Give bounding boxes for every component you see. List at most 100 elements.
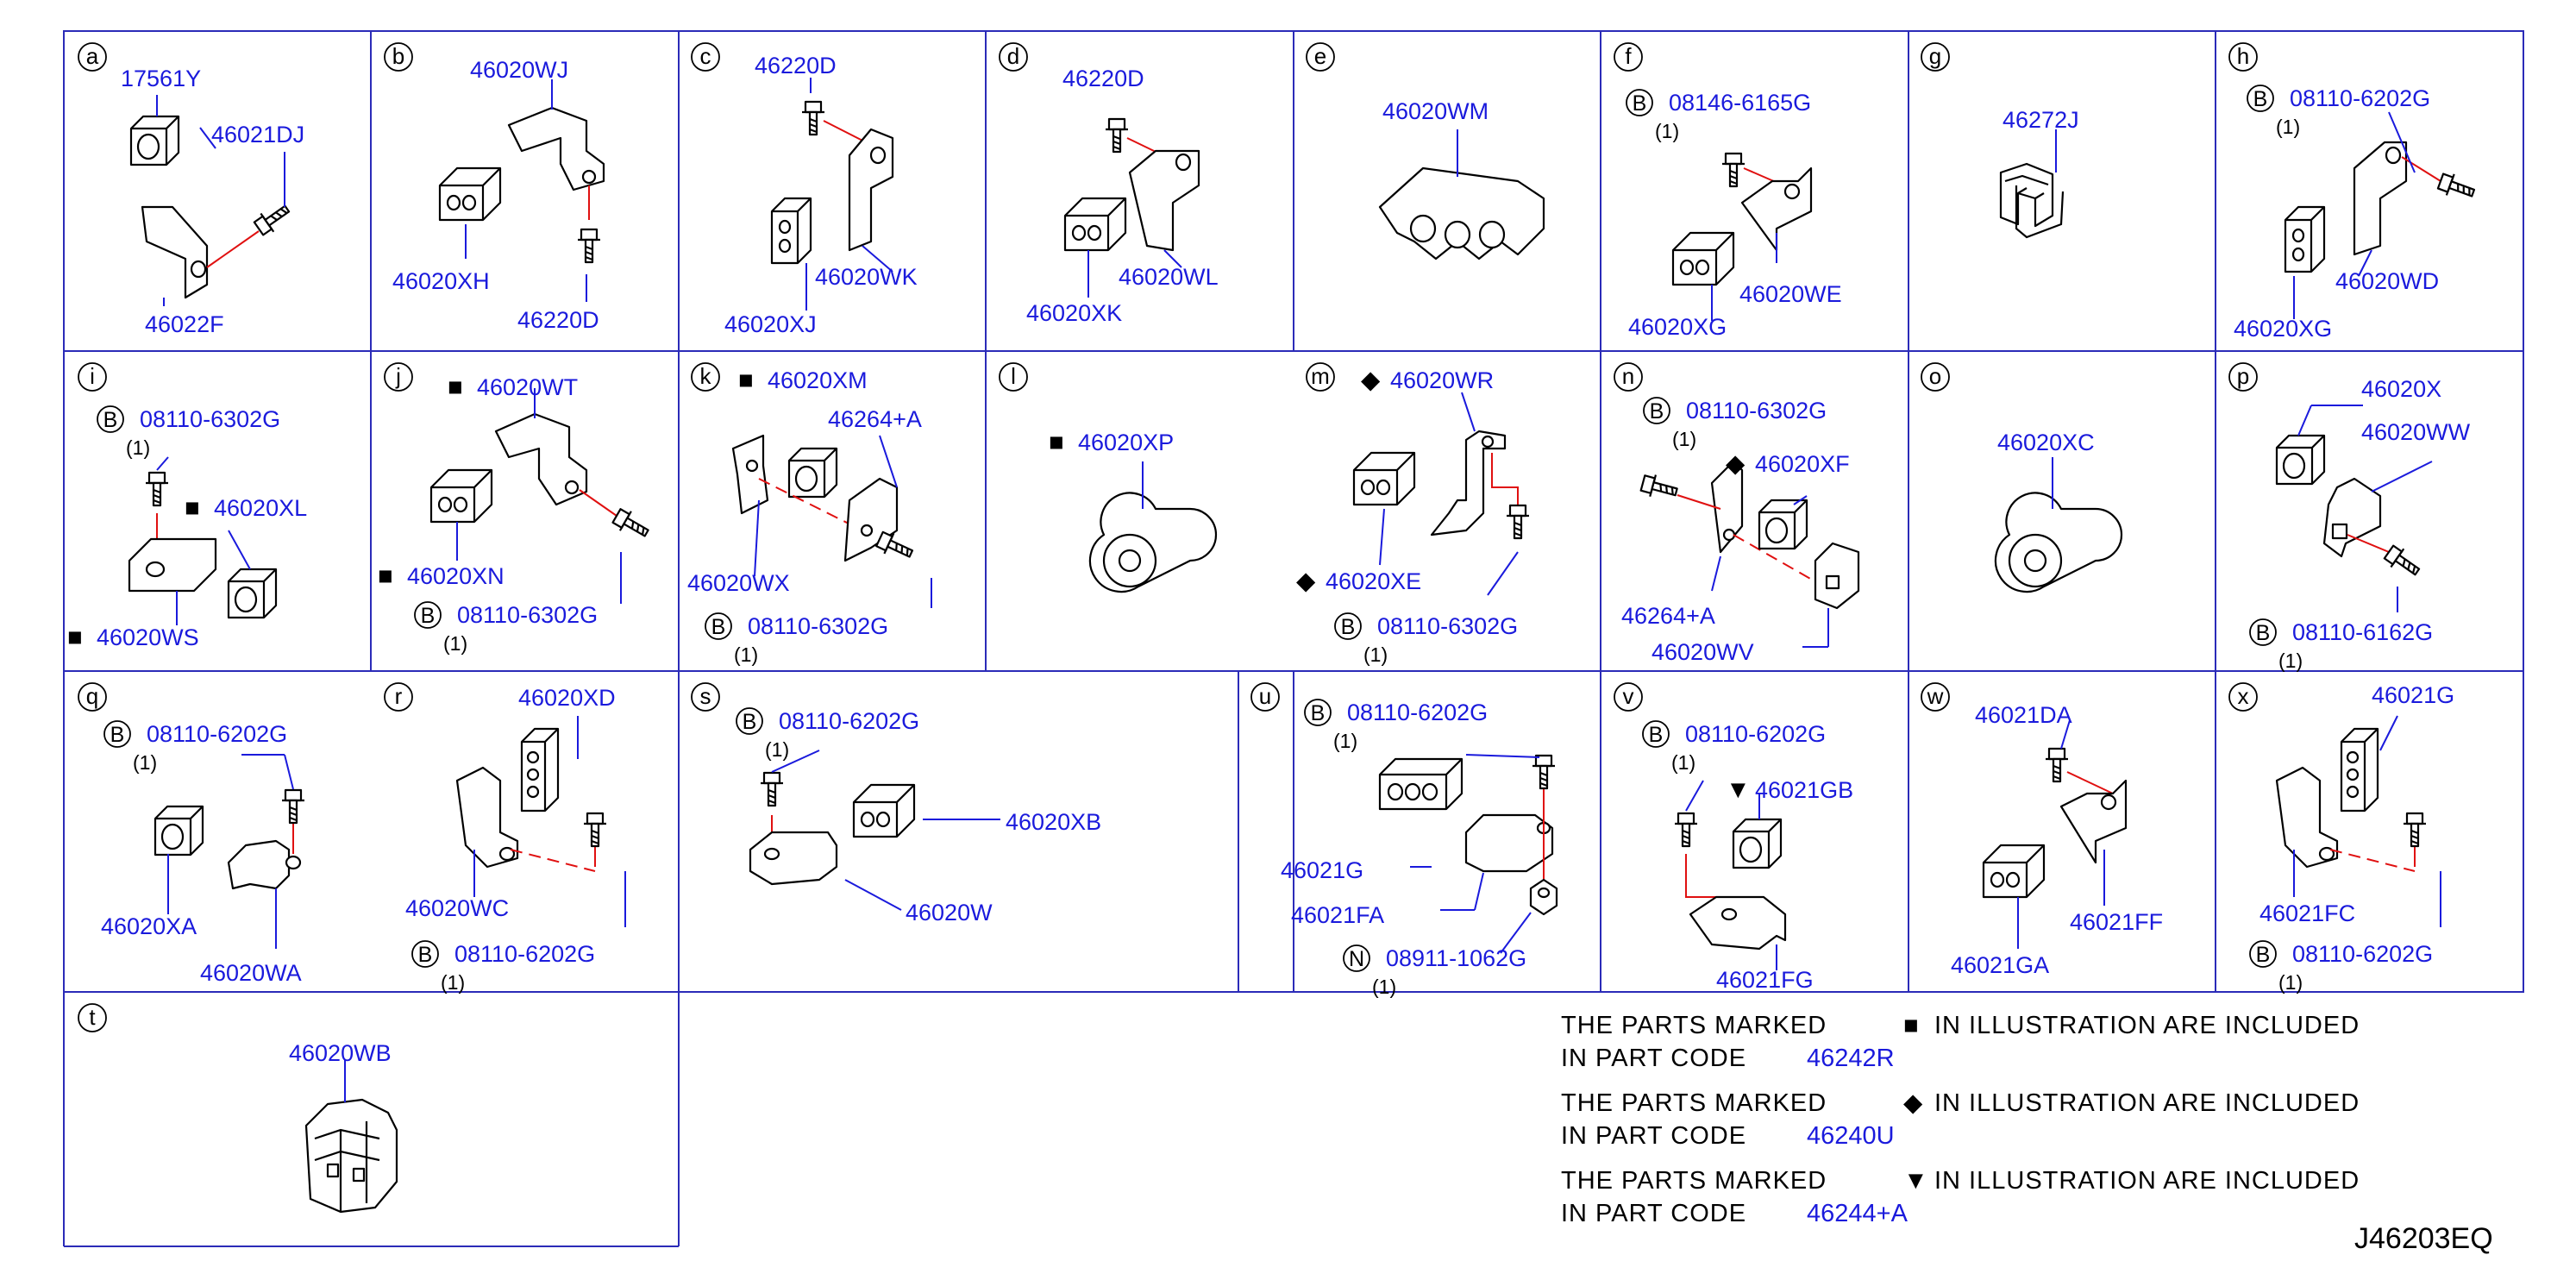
cell-letter-r: r	[384, 682, 413, 712]
part-number-46220d[interactable]: 46220D	[755, 53, 837, 78]
part-number-46020ww[interactable]: 46020WW	[2361, 419, 2471, 445]
part-number-46020wc[interactable]: 46020WC	[405, 895, 509, 921]
quantity: (1)	[1655, 120, 1679, 142]
quantity: (1)	[1672, 428, 1696, 450]
part-number-46020wx[interactable]: 46020WX	[687, 570, 790, 596]
notes-block: THE PARTS MARKED■IN ILLUSTRATION ARE INC…	[1561, 1012, 2359, 1227]
part-number-46020ws[interactable]: 46020WS	[97, 624, 199, 650]
quantity: (1)	[1372, 976, 1396, 998]
part-number-46220d[interactable]: 46220D	[517, 307, 599, 333]
part-number-46021g[interactable]: 46021G	[1281, 857, 1363, 883]
part-number-08110-6302g[interactable]: 08110-6302G	[1686, 398, 1827, 424]
note-part-code[interactable]: 46244+A	[1807, 1200, 1908, 1227]
part-number-46021ga[interactable]: 46021GA	[1951, 952, 2049, 978]
cell-t	[304, 1059, 398, 1214]
part-number-46021ff[interactable]: 46021FF	[2070, 909, 2163, 935]
badge-b: B	[1334, 612, 1362, 640]
part-number-46022f[interactable]: 46022F	[145, 311, 224, 337]
svg-text:B: B	[2256, 943, 2271, 967]
svg-text:a: a	[86, 43, 99, 69]
part-number-46020wd[interactable]: 46020WD	[2335, 268, 2439, 294]
part-number-46020wj[interactable]: 46020WJ	[470, 57, 568, 83]
part-number-46272j[interactable]: 46272J	[2003, 107, 2079, 133]
part-number-46220d[interactable]: 46220D	[1062, 66, 1144, 91]
part-number-46021fa[interactable]: 46021FA	[1291, 902, 1384, 928]
part-number-08110-6202g[interactable]: 08110-6202G	[779, 708, 919, 734]
part-number-46020xd[interactable]: 46020XD	[518, 685, 616, 711]
part-number-08110-6202g[interactable]: 08110-6202G	[454, 941, 595, 967]
part-number-46021fg[interactable]: 46021FG	[1716, 967, 1814, 993]
part-number-46020xg[interactable]: 46020XG	[2234, 316, 2332, 342]
badge-b: B	[2249, 618, 2277, 646]
part-number-46020wv[interactable]: 46020WV	[1652, 639, 1754, 665]
part-number-46020xc[interactable]: 46020XC	[1997, 430, 2095, 455]
reference-code: J46203EQ	[2354, 1222, 2493, 1255]
part-number-46020xm[interactable]: 46020XM	[768, 367, 868, 393]
part-number-46264+a[interactable]: 46264+A	[1621, 603, 1715, 629]
part-number-46020xk[interactable]: 46020XK	[1026, 300, 1122, 326]
cell-letter-a: a	[78, 42, 107, 72]
part-number-46020xa[interactable]: 46020XA	[101, 913, 197, 939]
part-number-08110-6202g[interactable]: 08110-6202G	[2290, 85, 2430, 111]
part-number-46020we[interactable]: 46020WE	[1739, 281, 1842, 307]
part-number-08110-6202g[interactable]: 08110-6202G	[1347, 700, 1488, 725]
part-number-46020w[interactable]: 46020W	[906, 900, 993, 925]
part-number-46021fc[interactable]: 46021FC	[2259, 900, 2355, 926]
cell-j	[429, 388, 654, 604]
part-number-08911-1062g[interactable]: 08911-1062G	[1386, 945, 1526, 971]
part-number-46020wa[interactable]: 46020WA	[200, 960, 302, 986]
part-number-08110-6302g[interactable]: 08110-6302G	[748, 613, 888, 639]
part-number-17561y[interactable]: 17561Y	[121, 66, 201, 91]
part-number-46020wb[interactable]: 46020WB	[289, 1040, 392, 1066]
quantity: (1)	[765, 738, 789, 761]
part-number-46020wm[interactable]: 46020WM	[1382, 98, 1489, 124]
part-number-46020xe[interactable]: 46020XE	[1326, 568, 1421, 594]
part-number-46020xh[interactable]: 46020XH	[392, 268, 490, 294]
part-number-46020xp[interactable]: 46020XP	[1078, 430, 1174, 455]
svg-text:u: u	[1259, 683, 1271, 709]
part-number-46020wr[interactable]: 46020WR	[1390, 367, 1494, 393]
cell-letter-w: w	[1921, 682, 1950, 712]
cell-w	[1982, 719, 2128, 949]
part-number-46020xn[interactable]: 46020XN	[407, 563, 505, 589]
part-number-08110-6162g[interactable]: 08110-6162G	[2292, 619, 2433, 645]
part-number-46020xl[interactable]: 46020XL	[214, 495, 307, 521]
part-number-46021dj[interactable]: 46021DJ	[211, 122, 304, 147]
part-number-08146-6165g[interactable]: 08146-6165G	[1669, 90, 1811, 116]
part-number-08110-6302g[interactable]: 08110-6302G	[140, 406, 280, 432]
part-number-46021gb[interactable]: 46021GB	[1755, 777, 1853, 803]
part-number-46020xj[interactable]: 46020XJ	[724, 311, 817, 337]
part-number-46020xb[interactable]: 46020XB	[1006, 809, 1101, 835]
quantity: (1)	[1671, 751, 1695, 774]
svg-text:w: w	[1927, 683, 1944, 709]
svg-text:B: B	[110, 723, 125, 747]
cell-letter-j: j	[384, 362, 413, 392]
part-number-46021g[interactable]: 46021G	[2372, 682, 2454, 708]
part-number-46264+a[interactable]: 46264+A	[828, 406, 922, 432]
part-number-08110-6202g[interactable]: 08110-6202G	[1685, 721, 1826, 747]
badge-b: B	[414, 601, 442, 629]
note-symbol: ◆	[1903, 1089, 1923, 1117]
part-number-46020wk[interactable]: 46020WK	[815, 264, 918, 290]
bracket-46022f	[141, 205, 209, 299]
quantity: (1)	[2276, 116, 2300, 138]
note-part-code[interactable]: 46242R	[1807, 1045, 1895, 1072]
svg-text:THE PARTS MARKED: THE PARTS MARKED	[1561, 1167, 1827, 1195]
note-part-code[interactable]: 46240U	[1807, 1122, 1895, 1150]
cell-k	[731, 434, 932, 608]
part-number-46020xf[interactable]: 46020XF	[1755, 451, 1850, 477]
part-number-46020wl[interactable]: 46020WL	[1119, 264, 1219, 290]
part-number-46021da[interactable]: 46021DA	[1975, 702, 2072, 728]
badge-b: B	[1626, 89, 1653, 116]
part-number-46020wt[interactable]: 46020WT	[477, 374, 578, 400]
part-number-46020xg[interactable]: 46020XG	[1628, 314, 1727, 340]
part-number-46020x[interactable]: 46020X	[2361, 376, 2441, 402]
part-number-08110-6202g[interactable]: 08110-6202G	[147, 721, 287, 747]
part-number-08110-6302g[interactable]: 08110-6302G	[457, 602, 598, 628]
cell-s	[749, 750, 1000, 911]
cell-letter-u: u	[1250, 682, 1280, 712]
part-number-08110-6202g[interactable]: 08110-6202G	[2292, 941, 2433, 967]
marker-square: ■	[448, 373, 463, 401]
part-number-08110-6302g[interactable]: 08110-6302G	[1377, 613, 1518, 639]
